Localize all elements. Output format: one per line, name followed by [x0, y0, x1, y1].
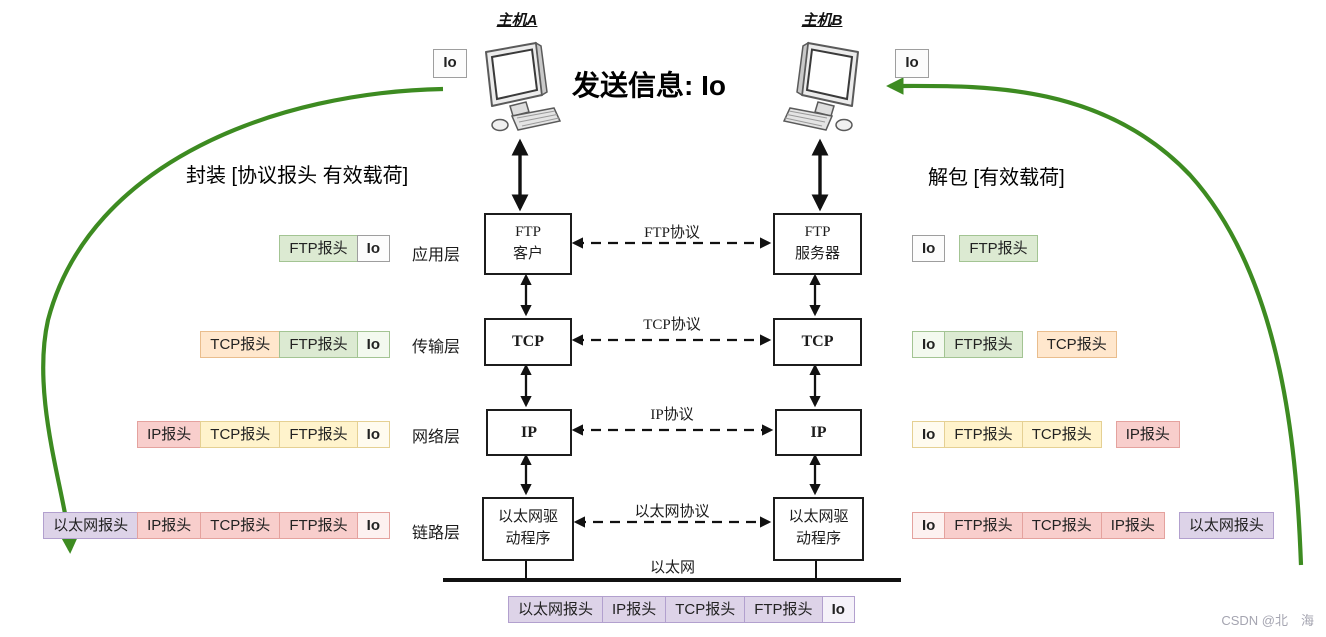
box-line: 动程序: [795, 531, 841, 547]
header-cell: Io: [356, 235, 390, 262]
header-cell: 以太网报头: [43, 512, 139, 539]
box-ip-left: IP: [486, 409, 572, 456]
decapsulation-label: 解包 [有效载荷]: [928, 167, 1065, 189]
header-cell: Io: [912, 331, 946, 358]
header-cell: TCP报头: [1021, 421, 1102, 448]
box-ip-right: IP: [775, 409, 862, 456]
box-line: TCP: [801, 333, 834, 351]
box-line: TCP: [512, 333, 544, 351]
header-cell: Io: [912, 235, 946, 262]
host-b-io-badge: Io: [895, 49, 929, 78]
box-line: IP: [521, 423, 537, 441]
box-ftp-client: FTP 客户: [484, 213, 572, 275]
box-line: 动程序: [505, 531, 551, 547]
header-cell: 以太网报头: [1178, 512, 1274, 539]
box-line: 服务器: [794, 246, 840, 262]
header-cell: FTP报头: [744, 596, 823, 623]
header-cell: TCP报头: [1036, 331, 1117, 358]
protocol-label-ip: IP协议: [650, 407, 694, 423]
header-cell: FTP报头: [279, 421, 358, 448]
header-cell: FTP报头: [944, 512, 1023, 539]
box-line: FTP: [804, 224, 831, 241]
host-a-label: 主机A: [496, 12, 538, 29]
host-a-io-badge: Io: [433, 49, 467, 78]
box-ethernet-driver-left: 以太网驱 动程序: [482, 497, 574, 561]
header-cell: Io: [356, 512, 390, 539]
header-cell: Io: [912, 512, 946, 539]
protocol-label-ftp: FTP协议: [644, 225, 700, 241]
header-cell: IP报头: [602, 596, 667, 623]
box-line: 以太网驱: [497, 509, 558, 526]
header-cell: TCP报头: [665, 596, 746, 623]
protocol-label-tcp: TCP协议: [643, 317, 701, 333]
csdn-watermark: CSDN @北 海: [1221, 613, 1314, 628]
header-cell: FTP报头: [279, 235, 358, 262]
header-cell: Io: [912, 421, 946, 448]
protocol-label-ethernet: 以太网协议: [634, 504, 710, 520]
box-line: IP: [810, 423, 827, 441]
layer-label-application: 应用层: [412, 247, 461, 264]
box-tcp-right: TCP: [773, 318, 862, 366]
layer-label-link: 链路层: [412, 525, 461, 542]
header-cell: FTP报头: [944, 331, 1023, 358]
box-line: 客户: [512, 246, 543, 262]
header-cell: FTP报头: [279, 331, 358, 358]
send-message-title: 发送信息: Io: [572, 70, 726, 101]
host-b-computer-icon: [783, 42, 859, 132]
header-cell: TCP报头: [200, 331, 281, 358]
encapsulation-label: 封装 [协议报头 有效载荷]: [186, 165, 409, 187]
layer-label-transport: 传输层: [412, 339, 461, 356]
decapsulation-arc-arrow: [886, 77, 1304, 566]
box-tcp-left: TCP: [484, 318, 572, 366]
header-cell: TCP报头: [1021, 512, 1102, 539]
header-cell: IP报头: [1115, 421, 1180, 448]
ethernet-bus-label: 以太网: [649, 560, 695, 576]
box-ftp-server: FTP 服务器: [773, 213, 862, 275]
box-line: 以太网驱: [788, 509, 849, 526]
header-cell: FTP报头: [944, 421, 1023, 448]
right-stack-application: Io FTP报头: [912, 235, 1038, 262]
header-cell: IP报头: [1100, 512, 1165, 539]
host-b-label: 主机B: [801, 12, 843, 29]
header-cell: TCP报头: [200, 421, 281, 448]
box-ethernet-driver-right: 以太网驱 动程序: [773, 497, 864, 561]
header-cell: Io: [356, 421, 390, 448]
header-cell: IP报头: [137, 512, 202, 539]
box-line: FTP: [515, 224, 541, 241]
header-cell: FTP报头: [279, 512, 358, 539]
header-cell: Io: [821, 596, 855, 623]
header-cell: Io: [356, 331, 390, 358]
header-cell: FTP报头: [959, 235, 1038, 262]
host-a-computer-icon: [485, 41, 562, 132]
header-cell: IP报头: [137, 421, 202, 448]
header-cell: 以太网报头: [508, 596, 604, 623]
header-cell: TCP报头: [200, 512, 281, 539]
layer-label-network: 网络层: [412, 429, 461, 446]
